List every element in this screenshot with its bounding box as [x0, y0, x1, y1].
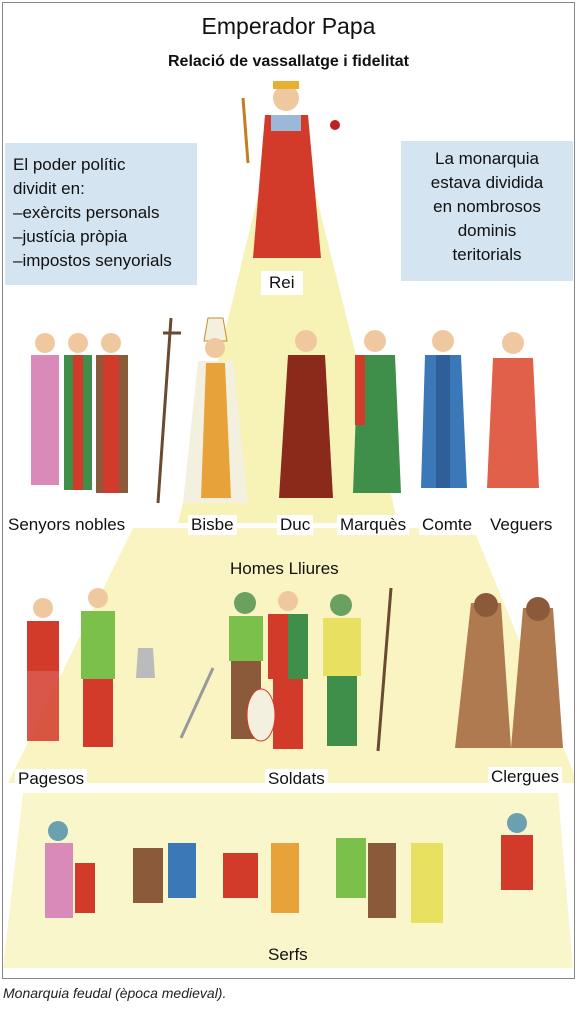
duke-figure — [279, 330, 333, 498]
bishop-figure — [156, 317, 248, 504]
page-subtitle: Relació de vassallatge i fidelitat — [168, 53, 409, 70]
peasants-figures — [27, 588, 155, 747]
clergy-figures — [455, 593, 563, 748]
note-line: dividit en: — [13, 179, 85, 198]
note-line: –justícia pròpia — [13, 227, 128, 246]
serfs-figures — [45, 813, 533, 923]
label-senyors-nobles: Senyors nobles — [5, 515, 129, 535]
label-serfs: Serfs — [268, 945, 308, 964]
note-line: –impostos senyorials — [13, 251, 172, 270]
label-clergues: Clergues — [488, 767, 563, 787]
nobles-figures — [31, 333, 128, 493]
label-comte: Comte — [419, 515, 476, 535]
label-veguers: Veguers — [487, 515, 556, 535]
king-figure — [241, 81, 340, 258]
note-line: –exèrcits personals — [13, 203, 160, 222]
soldiers-figures — [179, 587, 393, 752]
label-duc: Duc — [277, 515, 314, 535]
label-bisbe: Bisbe — [188, 515, 237, 535]
label-marques: Marquès — [337, 515, 410, 535]
veguer-figure — [487, 332, 539, 488]
illustration-frame: Emperador Papa Relació de vassallatge i … — [2, 2, 575, 979]
note-line: El poder polític — [13, 155, 126, 174]
note-line: en nombrosos — [433, 197, 541, 216]
political-power-note: El poder polític dividit en: –exèrcits p… — [5, 143, 197, 285]
monarchy-note: La monarquia estava dividida en nombroso… — [401, 141, 573, 281]
label-soldats: Soldats — [265, 769, 328, 789]
label-homes-lliures: Homes Lliures — [230, 559, 339, 578]
note-line: La monarquia — [435, 149, 539, 168]
label-rei: Rei — [261, 271, 303, 295]
count-figure — [421, 330, 467, 488]
note-line: dominis — [457, 221, 517, 240]
note-line: estava dividida — [430, 173, 544, 192]
note-line: teritorials — [452, 245, 522, 264]
marquis-figure — [353, 330, 401, 493]
label-pagesos: Pagesos — [15, 769, 88, 789]
page-title: Emperador Papa — [201, 13, 376, 39]
figure-caption: Monarquia feudal (època medieval). — [3, 985, 227, 1001]
feudal-pyramid-illustration — [3, 81, 574, 968]
